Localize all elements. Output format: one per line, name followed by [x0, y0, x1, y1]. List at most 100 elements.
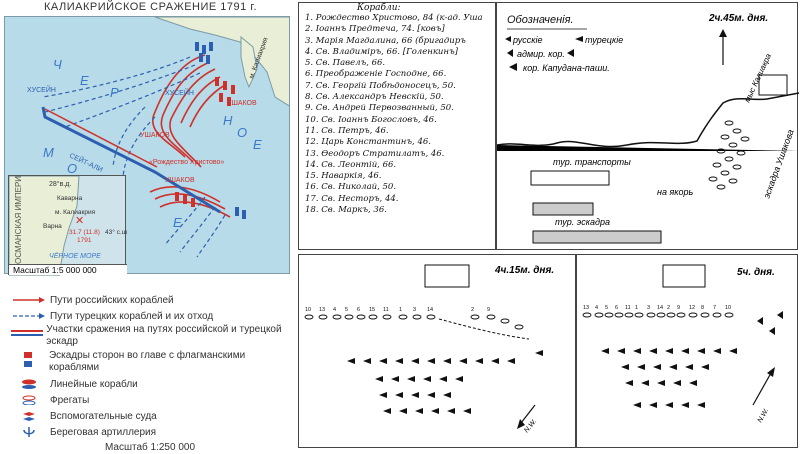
legend-row-ships-of-line: Линейные корабли: [8, 376, 292, 392]
map-labels: ХУСЕЙН ХУСЕЙН СЕЙТ-АЛИ УШАКОВ УШАКОВ УША…: [27, 36, 270, 184]
legend-row-battle-sections: Участки сражения на путях российской и т…: [8, 324, 292, 350]
ushakov-ships: [708, 120, 750, 190]
wind-arrow-icon: [752, 367, 775, 406]
inset-date2: 1791: [77, 237, 92, 244]
svg-text:6: 6: [357, 307, 360, 313]
ships-heading: Корабли:: [357, 3, 401, 13]
map-legend: Пути российских кораблей Пути турецких к…: [8, 292, 292, 453]
sea-letter: Ч: [53, 57, 62, 72]
scheme-245-svg: Обозначенія. русскіе турецкіе адмир. кор…: [496, 13, 800, 244]
label-anchor: на якорь: [657, 187, 694, 197]
svg-text:14: 14: [657, 305, 663, 311]
legend-scale: Масштаб 1:250 000: [104, 442, 196, 453]
label-ushakov-lower: УШАКОВ: [165, 177, 195, 184]
svg-text:2: 2: [471, 307, 474, 313]
sea-letter: Р: [110, 85, 119, 100]
label-ushakov-mid: УШАКОВ: [140, 132, 170, 139]
svg-text:9: 9: [487, 307, 490, 313]
legend-row-turkish-routes: Пути турецких кораблей и их отход: [8, 308, 292, 324]
ships-list: 1. Рождество Христово, 84 (к-ад. Уша 2. …: [305, 13, 483, 216]
ship-item: 5. Св. Павелъ, 66.: [305, 58, 386, 69]
inset-kavarna: Каварна: [57, 195, 83, 202]
legend-admiral: адмир. кор.: [517, 49, 565, 59]
svg-text:10: 10: [725, 305, 731, 311]
ship-item: 3. Марія Магдалина, 66 (бригадиръ: [305, 35, 466, 46]
sea-letter: Е: [173, 215, 182, 230]
historical-map-panel: КАЛИАКРИЙСКОЕ СРАЖЕНИЕ 1791 г.: [0, 0, 292, 453]
sea-letter: Е: [80, 73, 89, 88]
inset-map: 28°в.д. ОСМАНСКАЯ ИМПЕРИЯ Каварна м. Кал…: [8, 170, 129, 277]
ship-item: 12. Царь Константинъ, 46.: [305, 137, 431, 148]
legend-symbols: [505, 36, 583, 71]
ship-item: 14. Св. Леонтій, 66.: [305, 159, 397, 170]
battle-section-icon: [8, 324, 46, 338]
label-squadron: тур. эскадра: [555, 217, 610, 227]
frigate-icon: [8, 395, 50, 405]
transports-box: [530, 170, 610, 186]
label-ushakov: эскадра Ушакова: [761, 128, 795, 200]
wind-arrow-icon: [517, 404, 536, 429]
svg-text:11: 11: [625, 305, 631, 311]
label-transports: тур. транспорты: [553, 157, 631, 167]
svg-text:15: 15: [369, 307, 375, 313]
turkish-routes: [42, 56, 226, 258]
squadron-box-1: [532, 202, 594, 216]
svg-text:8: 8: [701, 305, 704, 311]
inset-kaliakria: м. Калиакрия: [55, 209, 96, 216]
russian-line-ships: [304, 314, 524, 330]
svg-text:5: 5: [605, 305, 608, 311]
legend-label: Береговая артиллерия: [50, 426, 157, 438]
turkish-battle-line: [41, 106, 221, 214]
label-rozhdestvo: «Рождество Христово»: [149, 159, 224, 166]
legend-row-coastal-artillery: Береговая артиллерия: [8, 424, 292, 440]
legend-heading: Обозначенія.: [507, 14, 574, 26]
sea-letter: М: [43, 145, 54, 160]
inset-sea: ЧЁРНОЕ МОРЕ: [49, 252, 101, 260]
turkish-ship-markers: [195, 42, 246, 219]
legend-row-russian-routes: Пути российских кораблей: [8, 292, 292, 308]
ship-item: 13. Ѳеодоръ Стратилатъ, 46.: [305, 148, 445, 159]
cape-kaliakria-land: [240, 35, 258, 89]
svg-text:13: 13: [319, 307, 325, 313]
russian-battle-line: [44, 108, 158, 168]
turkish-fleet-ships: [347, 350, 543, 414]
battle-schemes: Корабли: 1. Рождество Христово, 84 (к-ад…: [296, 0, 800, 450]
ship-item: 18. Св. Маркъ, 36.: [305, 205, 387, 216]
ships-list-panel: Корабли: 1. Рождество Христово, 84 (к-ад…: [298, 2, 496, 250]
ship-item: 15. Наваркія, 46.: [305, 171, 382, 182]
ship-item: 4. Св. Владиміръ, 66. [Голенкинъ]: [305, 46, 458, 57]
svg-text:1: 1: [399, 307, 402, 313]
legend-label: Эскадры сторон во главе с флагманскими к…: [48, 350, 246, 373]
ship-of-line-icon: [8, 379, 50, 389]
svg-text:4: 4: [595, 305, 598, 311]
svg-text:9: 9: [677, 305, 680, 311]
legend-row-squadrons: Эскадры сторон во главе с флагманскими к…: [8, 350, 292, 376]
ship-item: 1. Рождество Христово, 84 (к-ад. Уша: [305, 13, 483, 23]
legend-turkish: турецкіе: [585, 35, 623, 45]
sea-letter: Н: [223, 113, 233, 128]
legend-kapudan: кор. Капудана-паши.: [523, 63, 610, 73]
ship-item: 6. Преображеніе Господне, 66.: [305, 69, 447, 80]
label-ushakov-top: УШАКОВ: [227, 100, 257, 107]
scheme-245-panel: Обозначенія. русскіе турецкіе адмир. кор…: [496, 2, 800, 250]
legend-russian: русскіе: [512, 35, 542, 45]
legend-label: Участки сражения на путях российской и т…: [46, 324, 282, 347]
battery-box: [424, 264, 470, 288]
inset-battle-mark: ✕: [75, 215, 84, 227]
svg-text:13: 13: [583, 305, 589, 311]
ship-item: 9. Св. Андрей Первозванный, 50.: [305, 103, 454, 114]
legend-label: Линейные корабли: [50, 378, 138, 390]
squadron-box-2: [532, 230, 662, 244]
inset-date1: 31.7 (11.8): [69, 229, 100, 236]
svg-text:6: 6: [615, 305, 618, 311]
legend-label: Пути российских кораблей: [50, 294, 174, 306]
coast-land: [154, 17, 289, 107]
time-245: 2ч.45м. дня.: [708, 13, 768, 24]
ship-item: 7. Св. Георгій Побѣдоносецъ, 50.: [305, 80, 456, 91]
battery-box: [758, 74, 788, 96]
svg-text:3: 3: [413, 307, 416, 313]
